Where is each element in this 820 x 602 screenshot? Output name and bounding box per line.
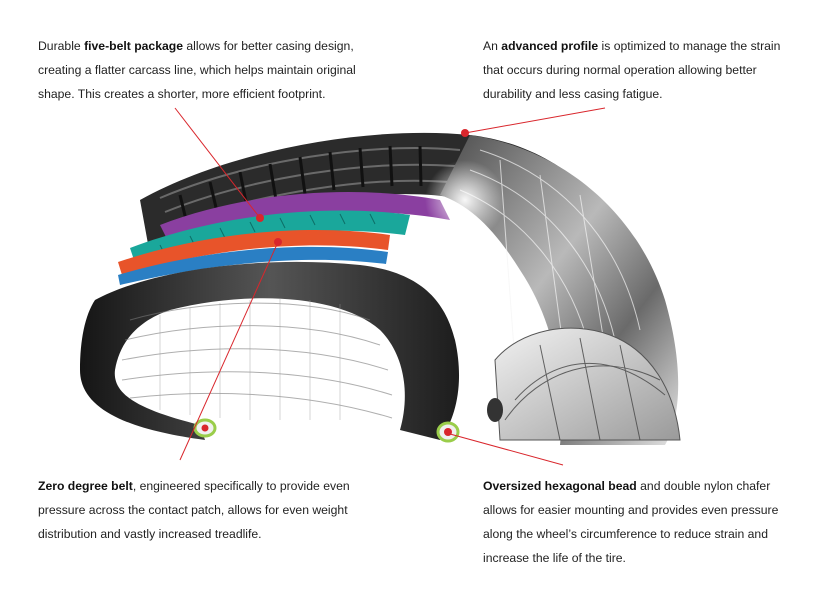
advanced-profile-text-after: is optimized to manage the strain that o… xyxy=(483,39,781,101)
five-belt-text-after: allows for better casing design, creatin… xyxy=(38,39,356,101)
belt-blue-layer xyxy=(118,246,388,285)
rim-hole xyxy=(487,398,503,422)
marker-advanced-profile xyxy=(461,129,469,137)
leader-zero-degree xyxy=(179,241,279,461)
rim-wire-lines xyxy=(504,337,666,441)
leader-lines xyxy=(174,107,606,466)
belt-purple-layer xyxy=(160,192,450,245)
bead-text-after: and double nylon chafer allows for easie… xyxy=(483,479,779,565)
belt-orange-layer xyxy=(118,229,390,275)
marker-bead xyxy=(444,428,452,436)
annotation-zero-degree-belt: Zero degree belt, engineered specificall… xyxy=(38,474,368,546)
tire-casing-inner xyxy=(80,261,460,440)
marker-five-belt xyxy=(256,214,264,222)
five-belt-bold-term: five-belt package xyxy=(84,39,183,53)
advanced-profile-text-before: An xyxy=(483,39,502,53)
zero-degree-text-after: , engineered specifically to provide eve… xyxy=(38,479,350,541)
annotation-advanced-profile: An advanced profile is optimized to mana… xyxy=(483,34,783,106)
zero-degree-bold-term: Zero degree belt xyxy=(38,479,133,493)
leader-five-belt xyxy=(174,107,261,219)
casing-ribs xyxy=(121,302,393,419)
leader-bead xyxy=(449,433,564,466)
marker-bead-left xyxy=(201,424,209,432)
annotation-hexagonal-bead: Oversized hexagonal bead and double nylo… xyxy=(483,474,793,570)
annotation-five-belt-package: Durable five-belt package allows for bet… xyxy=(38,34,383,106)
belt-teal-layer xyxy=(130,210,410,263)
five-belt-text-before: Durable xyxy=(38,39,85,53)
leader-advanced-profile xyxy=(464,107,606,134)
advanced-profile-bold-term: advanced profile xyxy=(501,39,599,53)
marker-zero-degree xyxy=(274,238,282,246)
bead-bold-term: Oversized hexagonal bead xyxy=(483,479,637,493)
callout-markers xyxy=(201,129,469,436)
sidewall-highlight xyxy=(425,160,505,240)
casing-cross-ribs xyxy=(159,299,341,420)
